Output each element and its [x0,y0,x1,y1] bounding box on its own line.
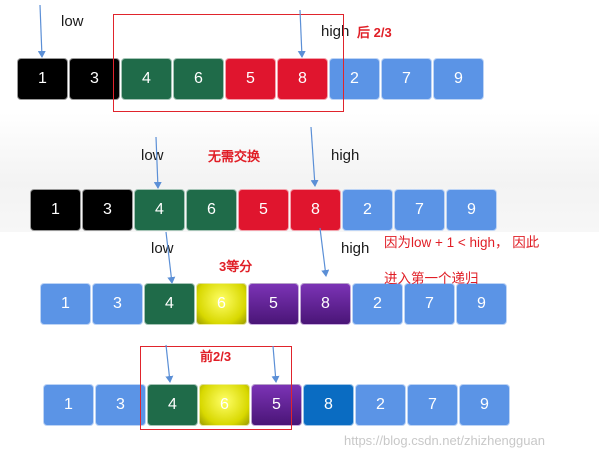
array-cell: 7 [381,58,432,100]
last-two-thirds-frame [113,14,344,112]
array-cell: 1 [43,384,94,426]
array-cell: 5 [248,283,299,325]
array-cell: 4 [121,58,172,100]
note-no-swap: 无需交换 [208,149,261,164]
array-cell: 9 [446,189,497,231]
row3-high-label: high [341,240,370,257]
array-cell: 4 [147,384,198,426]
array-cell: 9 [456,283,507,325]
array-cell: 5 [225,58,276,100]
note-because-line1: 因为low + 1 < high， 因此 [384,235,540,250]
array-cell: 6 [196,283,247,325]
array-cell: 9 [433,58,484,100]
row2-low-label: low [141,147,164,164]
row1-low-arrow [37,4,46,58]
row3-low-arrow [165,231,176,284]
array-cell: 2 [342,189,393,231]
array-cell: 1 [30,189,81,231]
array-cell: 1 [17,58,68,100]
note-three-parts: 3等分 [219,259,253,274]
array-cell: 8 [290,189,341,231]
array-cell: 7 [394,189,445,231]
row1-high-arrow [297,9,306,58]
array-cell: 7 [407,384,458,426]
row1-low-label: low [61,13,84,30]
array-cell: 2 [329,58,380,100]
array-cell: 5 [238,189,289,231]
array-cell: 8 [277,58,328,100]
watermark: https://blog.csdn.net/zhizhengguan [344,433,545,448]
note-last-two-thirds: 后 2/3 [357,25,392,40]
row2-low-arrow [153,136,162,189]
array-cell: 6 [186,189,237,231]
row3-high-arrow [319,227,330,277]
array-cell: 3 [82,189,133,231]
array-cell: 7 [404,283,455,325]
array-cell: 5 [251,384,302,426]
first-two-thirds-frame [140,346,292,430]
array-cell: 2 [355,384,406,426]
note-first-two-thirds: 前2/3 [200,349,232,364]
array-cell: 6 [199,384,250,426]
array-cell: 1 [40,283,91,325]
array-cell: 3 [69,58,120,100]
array-cell: 8 [303,384,354,426]
array-cell: 2 [352,283,403,325]
array-cell: 4 [134,189,185,231]
array-cell: 3 [95,384,146,426]
row4-high-arrow [271,345,280,383]
array-cell: 9 [459,384,510,426]
row2-high-label: high [331,147,360,164]
array-cell: 6 [173,58,224,100]
row2-high-arrow [310,126,319,187]
row4-low-arrow [165,344,174,383]
note-because-line2: 进入第一个递归 [384,271,479,286]
row1-high-label: high [321,23,350,40]
array-cell: 8 [300,283,351,325]
array-cell: 3 [92,283,143,325]
array-cell: 4 [144,283,195,325]
